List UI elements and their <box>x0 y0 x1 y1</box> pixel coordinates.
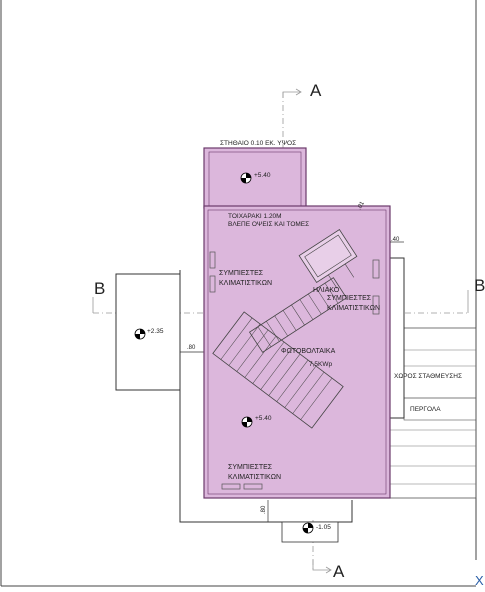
solar-note: ΗΛΙΑΚΟ <box>313 287 340 294</box>
section-b-right-label: B <box>474 276 485 295</box>
pv-note-line2: 7,5KWp <box>309 361 333 368</box>
level-marker-main <box>241 416 253 428</box>
ground-floor-outline <box>179 270 353 523</box>
dim-01: .01 <box>357 200 367 211</box>
ac-unit-bottom-1 <box>221 483 241 490</box>
level-marker-entrance <box>302 522 314 534</box>
dim-40: .40 <box>391 237 400 243</box>
wall-note-line1: ΤΟΙΧΑΡΑΚΙ 1.20Μ <box>228 213 282 220</box>
level-marker-terrace <box>134 328 146 340</box>
compressors-bottom-line1: ΣΥΜΠΙΕΣΤΕΣ <box>228 464 273 471</box>
ac-unit-left-2 <box>209 275 216 293</box>
parking-label: ΧΩΡΟΣ ΣΤΑΘΜΕΥΣΗΣ <box>394 373 462 380</box>
level-main-value: +5.40 <box>255 415 272 422</box>
level-terrace-value: +2.35 <box>147 328 164 335</box>
section-a-top-label: A <box>310 81 322 100</box>
level-upper-value: +5.40 <box>254 172 271 179</box>
ac-unit-bottom-2 <box>243 483 263 490</box>
left-terrace <box>115 273 181 391</box>
dim-80-bottom: .80 <box>261 505 267 514</box>
main-roof-inner <box>207 209 387 495</box>
level-entrance-value: -1.05 <box>316 524 331 531</box>
section-a-bottom-label: A <box>333 562 345 581</box>
compressors-left-line1: ΣΥΜΠΙΕΣΤΕΣ <box>219 270 264 277</box>
section-a-bottom-arrow <box>312 560 330 571</box>
dim-80-left: .80 <box>187 345 196 351</box>
ac-unit-right-1 <box>372 259 380 279</box>
section-a-top-arrowhead <box>295 88 302 96</box>
level-marker-upper <box>240 172 252 184</box>
solar-heater <box>298 228 358 289</box>
ac-unit-left-1 <box>209 251 216 269</box>
section-b-left-label: B <box>94 279 105 298</box>
compressors-left-line2: ΚΛΙΜΑΤΙΣΤΙΚΩΝ <box>219 280 272 287</box>
corner-mark: X <box>475 573 484 588</box>
wall-note-line2: ΒΛΕΠΕ ΟΨΕΙΣ ΚΑΙ ΤΟΜΕΣ <box>228 221 309 228</box>
compressors-right-line2: ΚΛΙΜΑΤΙΣΤΙΚΩΝ <box>327 305 380 312</box>
pv-array-upper <box>248 277 348 353</box>
pv-note-line1: ΦΩΤΟΒΟΛΤΑΙΚΑ <box>281 348 336 355</box>
compressors-right-line1: ΣΥΜΠΙΕΣΤΕΣ <box>327 295 372 302</box>
ac-unit-right-2 <box>372 295 380 315</box>
parapet-note: ΣΤΗΘΑΙΟ 0.10 ΕΚ. ΥΨΟΣ <box>220 140 296 147</box>
section-a-bottom-arrowhead <box>325 566 332 574</box>
pergola-label: ΠΕΡΓΟΛΑ <box>410 406 441 413</box>
pv-array-lower <box>212 311 344 429</box>
section-a-top-arrow <box>282 91 300 98</box>
right-wall <box>389 257 405 419</box>
compressors-bottom-line2: ΚΛΙΜΑΤΙΣΤΙΚΩΝ <box>228 474 281 481</box>
